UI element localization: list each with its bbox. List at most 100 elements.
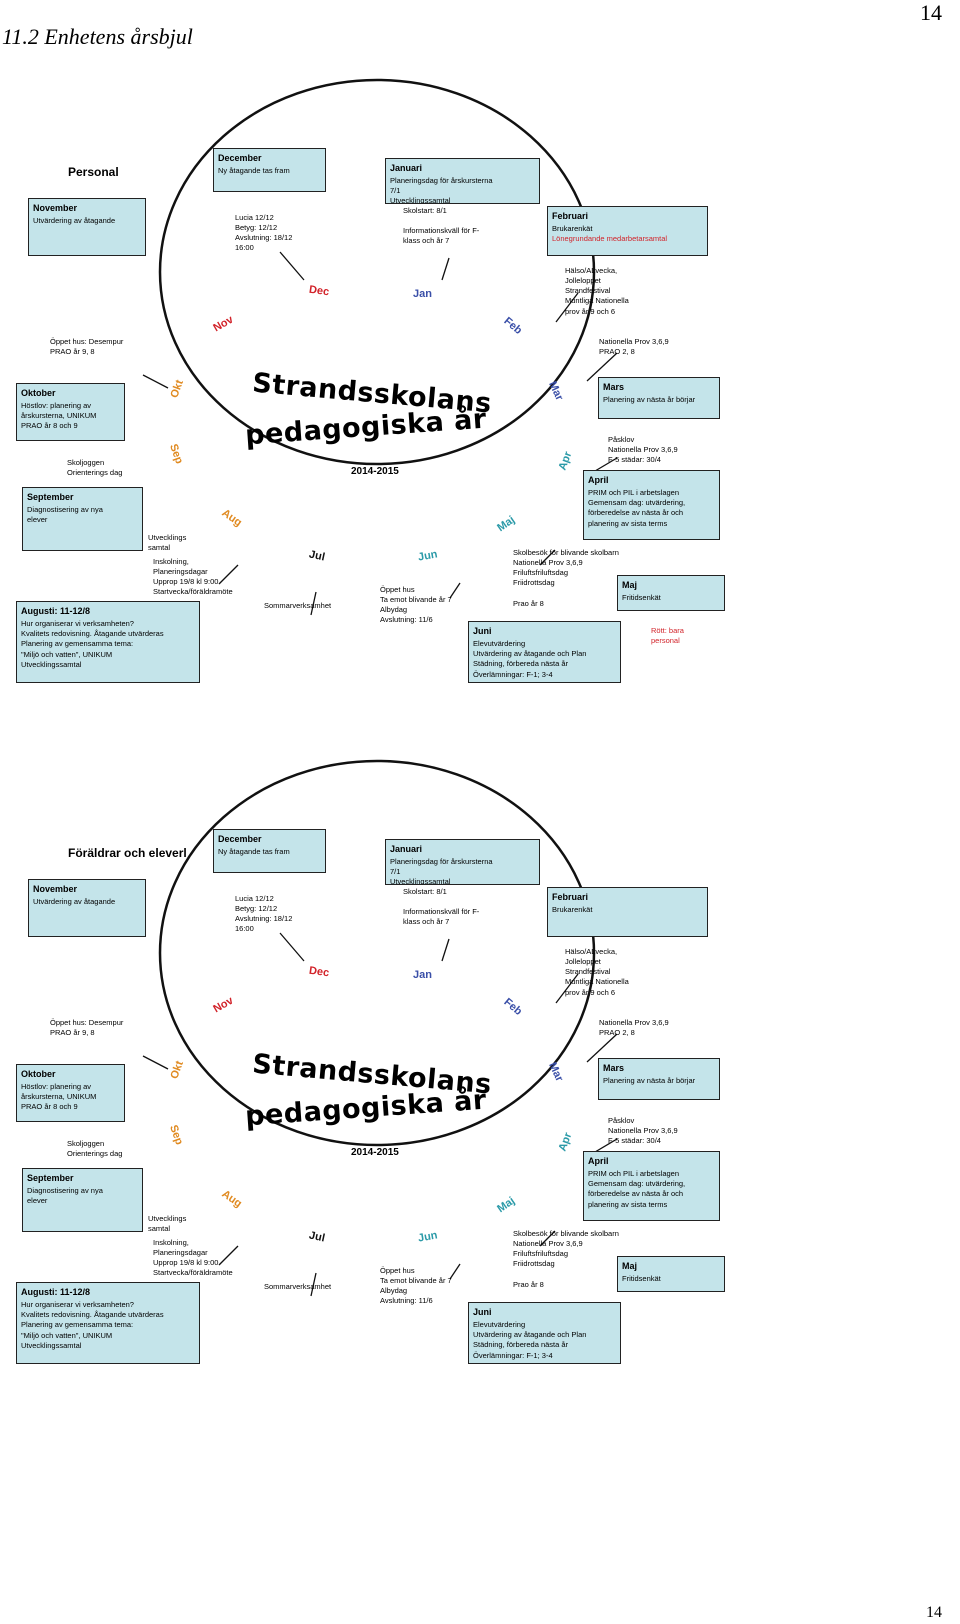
text-line: Fritidsenkät <box>622 593 661 603</box>
text-line: Hur organiserar vi verksamheten? <box>21 619 134 629</box>
text-line: personal <box>651 636 680 646</box>
box-lines: Utvärdering av åtagande <box>33 216 141 226</box>
text-line: Hälso/ALvecka, <box>565 947 618 956</box>
text-line: Öppet hus: Desempur <box>50 337 124 346</box>
box-title: Juni <box>473 626 492 636</box>
text-line: förberedelse av nästa år och <box>588 1189 684 1199</box>
text-line: Överlämningar: F-1; 3-4 <box>473 669 553 679</box>
text-line: PRAO 2, 8 <box>599 347 635 357</box>
text-line: Informationskväll för F- <box>403 907 480 917</box>
text-line: Elevutvärdering <box>473 639 526 649</box>
text-line: Informationskväll för F- <box>403 226 480 236</box>
text-line: planering av sista terms <box>588 1199 668 1209</box>
text-line: Påsklov <box>608 435 635 444</box>
text-line: 16:00 <box>235 243 254 253</box>
text-line: Utvecklings <box>148 533 187 542</box>
section-heading: Personal <box>68 165 119 179</box>
text-line: samtal <box>148 543 171 553</box>
box-title: Mars <box>603 1063 625 1073</box>
text-line: Prao år 8 <box>513 1280 544 1289</box>
text-line: Sommarverksamhet <box>264 601 332 610</box>
arrow-skolstart <box>441 938 450 962</box>
text-line: Påsklov <box>608 1116 635 1125</box>
text-line: Planeringsdag för årskursterna <box>390 176 493 186</box>
box-lines: Ny åtagande tas fram <box>218 847 321 857</box>
text-line <box>403 897 479 907</box>
box-title: Juni <box>473 1307 492 1317</box>
text-line: Öppet hus: Desempur <box>50 1018 124 1027</box>
text-line: Skoljoggen <box>67 458 105 467</box>
box-title: November <box>33 203 78 213</box>
text-line: F-5 städar: 30/4 <box>608 455 661 465</box>
box-lines: Brukarenkät <box>552 224 703 234</box>
box-maj: Maj Fritidsenkät <box>617 575 725 611</box>
text-line: Skoljoggen <box>67 1139 105 1148</box>
text-line: Ny åtagande tas fram <box>218 847 290 857</box>
text-line: Diagnostisering av nya <box>27 1186 103 1196</box>
text-line: Avslutning: 18/12 <box>235 233 293 243</box>
text-line: 7/1 <box>390 867 401 877</box>
text-line: PRAO år 8 och 9 <box>21 421 78 431</box>
text-line: elever <box>27 1196 48 1206</box>
text-line: Kvalitets redovisning. Åtagande utvärder… <box>21 1310 164 1320</box>
text-line: "Miljö och vatten", UNIKUM <box>21 649 113 659</box>
box-title: Oktober <box>21 1069 56 1079</box>
box-title: Januari <box>390 844 423 854</box>
month-jan: Jan <box>413 969 432 981</box>
text-line: Nationella Prov 3,6,9 <box>599 337 669 346</box>
text-line: Strandfestival <box>565 967 611 977</box>
arrow-inskolning <box>218 564 239 585</box>
text-line: Startvecka/föräldramöte <box>153 1268 233 1278</box>
box-mars: Mars Planering av nästa år börjar <box>598 1058 720 1100</box>
text-line: Brukarenkät <box>552 905 593 915</box>
text-line: Startvecka/föräldramöte <box>153 587 233 597</box>
text-line: Nationella Prov 3,6,9 <box>608 445 678 455</box>
text-line: Jolleloppet <box>565 276 601 286</box>
text-line: Rött: bara <box>651 626 684 635</box>
text-line: Kvalitets redovisning. Åtagande utvärder… <box>21 629 164 639</box>
text-line: Städning, förbereda nästa år <box>473 1340 569 1350</box>
text-line: Inskolning, <box>153 1238 189 1247</box>
page-title: 11.2 Enhetens årsbjul <box>2 24 193 49</box>
box-mars: Mars Planering av nästa år börjar <box>598 377 720 419</box>
arrow-oppet-hus-jun <box>449 1263 461 1280</box>
box-lines: Hur organiserar vi verksamheten?Kvalitet… <box>21 1300 195 1351</box>
year-wheel: Personal Dec Jan Feb Mar Apr Maj Jun Jul… <box>0 0 960 720</box>
box-maj: Maj Fritidsenkät <box>617 1256 725 1292</box>
note-sommar: Sommarverksamhet <box>264 601 331 611</box>
text-line: Skolstart: 8/1 <box>403 206 447 215</box>
note-sommar: Sommarverksamhet <box>264 1282 331 1292</box>
arrow-sommar <box>310 1272 317 1297</box>
text-line: Fritidsenkät <box>622 1274 661 1284</box>
text-line: 7/1 <box>390 186 401 196</box>
text-line: PRIM och PIL i arbetslagen <box>588 1169 680 1179</box>
arrow-oppet-hus-jun <box>449 582 461 599</box>
box-lines: Hur organiserar vi verksamheten?Kvalitet… <box>21 619 195 670</box>
text-line: PRAO år 9, 8 <box>50 1028 95 1038</box>
arrows <box>142 932 618 1297</box>
text-line: Prao år 8 <box>513 599 544 608</box>
text-line: Lucia 12/12 <box>235 213 274 222</box>
arrow-oppet-hus-nov <box>142 1055 169 1070</box>
text-line: Skolstart: 8/1 <box>403 887 447 896</box>
